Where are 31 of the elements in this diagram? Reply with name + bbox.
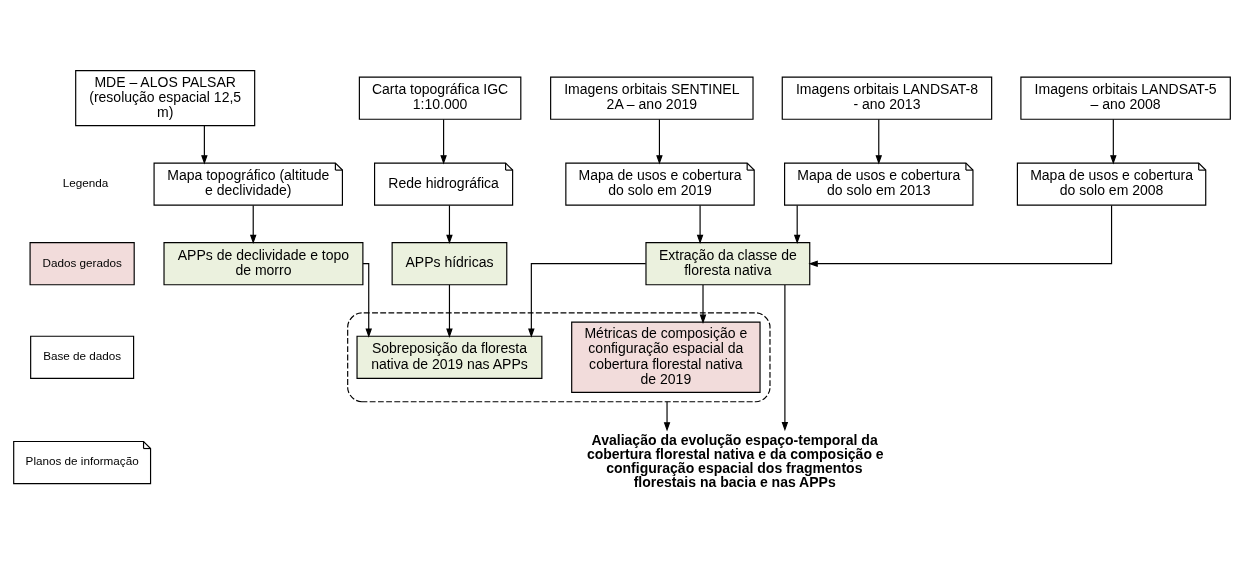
arrow xyxy=(528,263,647,338)
node-box: Imagens orbitais LANDSAT-5 – ano 2008 xyxy=(1020,76,1231,120)
node-text: Avaliação da evolução espaço-temporal da cobertura florestal nativa e da composição e configuração espacial dos fragmentos florestais na bacia e nas APPs xyxy=(586,431,884,490)
arrow xyxy=(446,204,453,245)
legend-label: Dados gerados xyxy=(42,255,122,269)
arrow xyxy=(656,118,663,165)
arrow xyxy=(793,204,801,245)
label: Legenda xyxy=(62,176,109,190)
legend-label: Base de dados xyxy=(43,349,122,363)
node-box: Sobreposição da floresta nativa de 2019 nas APPs xyxy=(356,335,543,379)
arrow xyxy=(440,118,447,165)
node-box: APPs de declividade e topo de morro xyxy=(163,242,364,286)
arrow xyxy=(362,263,372,338)
arrow xyxy=(249,204,257,245)
arrow xyxy=(699,284,707,324)
node-box: MDE – ALOS PALSAR (resolução espacial 12,5 m) xyxy=(75,70,256,127)
arrow xyxy=(781,284,789,432)
arrow xyxy=(201,125,208,165)
node-box: Métricas de composição e configuração espacial da cobertura florestal nativa de 2019 xyxy=(571,321,761,393)
node-box: APPs hídricas xyxy=(391,242,508,286)
node-box: Extração da classe de floresta nativa xyxy=(645,242,811,286)
arrow xyxy=(663,401,671,432)
node-box: Imagens orbitais LANDSAT-8 - ano 2013 xyxy=(781,76,993,120)
arrow xyxy=(696,204,704,245)
arrow xyxy=(875,118,883,165)
arrow xyxy=(1110,118,1117,165)
arrow xyxy=(808,204,1113,267)
legend-label: Planos de informação xyxy=(25,454,139,468)
arrow xyxy=(446,284,453,338)
node-box: Carta topográfica IGC 1:10.000 xyxy=(358,76,522,120)
node-box: Imagens orbitais SENTINEL 2A – ano 2019 xyxy=(550,76,754,120)
